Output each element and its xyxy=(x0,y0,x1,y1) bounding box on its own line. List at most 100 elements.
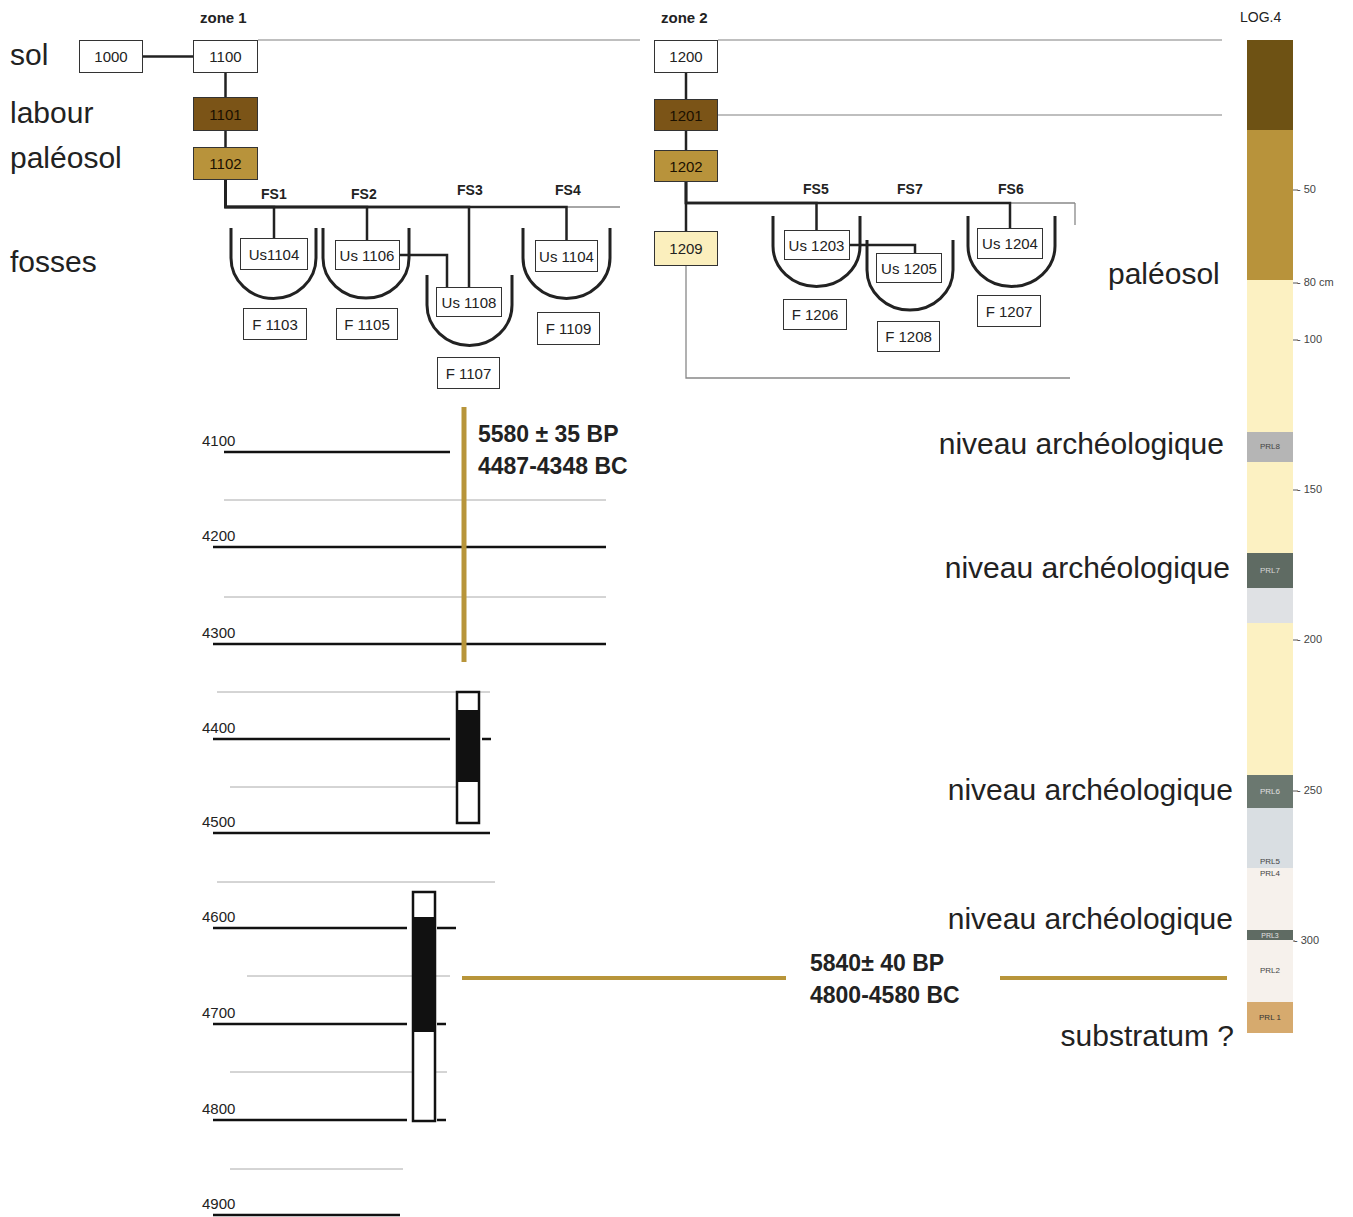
unit-label: Us 1106 xyxy=(340,248,395,263)
unit-box: 1000 xyxy=(79,40,143,73)
layer-name: fosses xyxy=(10,246,97,278)
unit-label: 1000 xyxy=(94,49,127,64)
layer-name: paléosol xyxy=(10,142,122,174)
unit-label: PRL8 xyxy=(1260,443,1280,451)
unit-label: 1209 xyxy=(669,241,702,256)
scale-label: FS3 xyxy=(457,183,483,198)
unit-box: 1100 xyxy=(193,40,258,73)
unit-box: Us 1205 xyxy=(876,253,942,283)
unit-box: Us 1204 xyxy=(977,228,1043,259)
matrix-link xyxy=(143,55,193,58)
scale-label: - 250 xyxy=(1297,785,1322,797)
unit-label: PRL5 xyxy=(1260,858,1280,866)
unit-label: PRL6 xyxy=(1260,788,1280,796)
matrix-link xyxy=(686,182,817,230)
layer-name: niveau archéologique xyxy=(948,774,1233,806)
log-layer-band: PRL6 xyxy=(1247,775,1293,808)
scale-label: FS1 xyxy=(261,187,287,202)
unit-label: 1200 xyxy=(669,49,702,64)
scale-label: FS2 xyxy=(351,187,377,202)
unit-box: 1209 xyxy=(654,231,718,266)
scale-label: 4100 xyxy=(202,433,235,449)
scale-label: FS6 xyxy=(998,182,1024,197)
date-label: 4800-4580 BC xyxy=(810,983,960,1007)
unit-box: F 1105 xyxy=(336,308,398,340)
matrix-link xyxy=(226,180,470,287)
scale-label: - 80 cm xyxy=(1297,277,1334,289)
date-label: 4487-4348 BC xyxy=(478,454,628,478)
scale-label: 4700 xyxy=(202,1005,235,1021)
unit-label: PRL4 xyxy=(1260,870,1280,878)
date-label: 5580 ± 35 BP xyxy=(478,422,619,446)
matrix-link xyxy=(226,180,368,240)
matrix-link xyxy=(226,180,567,240)
scale-label: - 50 xyxy=(1297,184,1316,196)
unit-box: F 1109 xyxy=(537,312,600,345)
unit-box: 1201 xyxy=(654,99,718,131)
unit-label: PRL3 xyxy=(1261,932,1279,939)
scale-label: FS7 xyxy=(897,182,923,197)
unit-label: F 1105 xyxy=(344,317,390,332)
scale-label: zone 1 xyxy=(200,10,247,26)
unit-label: F 1103 xyxy=(252,317,298,332)
layer-name: niveau archéologique xyxy=(945,552,1230,584)
unit-label: F 1107 xyxy=(446,366,492,381)
matrix-link xyxy=(400,255,448,287)
scale-label: 4200 xyxy=(202,528,235,544)
unit-label: 1201 xyxy=(669,108,702,123)
unit-box: Us 1108 xyxy=(436,287,502,317)
unit-label: Us 1204 xyxy=(982,236,1038,251)
unit-box: F 1208 xyxy=(877,321,940,352)
unit-label: Us 1203 xyxy=(789,238,845,253)
scale-label: 4600 xyxy=(202,909,235,925)
unit-label: F 1109 xyxy=(546,321,592,336)
scale-label: LOG.4 xyxy=(1240,10,1281,25)
matrix-link xyxy=(685,131,688,150)
unit-label: 1102 xyxy=(209,156,241,171)
scale-label: 4900 xyxy=(202,1196,235,1212)
unit-label: Us 1205 xyxy=(881,261,937,276)
unit-label: F 1206 xyxy=(792,307,839,322)
unit-label: Us 1108 xyxy=(442,295,497,310)
unit-label: PRL2 xyxy=(1260,967,1280,975)
layer-name: niveau archéologique xyxy=(939,428,1224,460)
unit-box: F 1107 xyxy=(437,357,500,389)
unit-box: 1202 xyxy=(654,150,718,182)
matrix-link xyxy=(686,182,1010,228)
unit-box: 1102 xyxy=(193,147,258,180)
matrix-link xyxy=(850,245,916,253)
unit-box: 1101 xyxy=(193,97,258,131)
unit-box: F 1207 xyxy=(977,295,1041,327)
scale-label: FS4 xyxy=(555,183,581,198)
unit-label: PRL7 xyxy=(1260,567,1280,575)
layer-name: labour xyxy=(10,97,93,129)
scale-label: - 300 xyxy=(1294,935,1319,947)
log-layer-band: PRL7 xyxy=(1247,553,1293,588)
matrix-link xyxy=(224,131,227,147)
unit-label: 1101 xyxy=(209,107,241,122)
scale-label: 4400 xyxy=(202,720,235,736)
matrix-link xyxy=(685,73,688,99)
scale-label: zone 2 xyxy=(661,10,708,26)
scale-label: - 100 xyxy=(1297,334,1322,346)
layer-name: substratum ? xyxy=(1061,1020,1234,1052)
scale-label: FS5 xyxy=(803,182,829,197)
unit-label: PRL 1 xyxy=(1259,1014,1281,1022)
unit-box: Us 1106 xyxy=(335,240,400,270)
log-layer-band: PRL8 xyxy=(1247,432,1293,462)
layer-name: niveau archéologique xyxy=(948,903,1233,935)
unit-box: Us 1104 xyxy=(535,240,598,272)
log-layer-band: PRL4 xyxy=(1247,868,1293,930)
scale-label: 4500 xyxy=(202,814,235,830)
unit-box: 1200 xyxy=(654,40,718,73)
log-layer-band: PRL 1 xyxy=(1247,1002,1293,1033)
unit-label: Us1104 xyxy=(249,247,300,262)
scale-label: 4800 xyxy=(202,1101,235,1117)
unit-label: 1202 xyxy=(669,159,702,174)
matrix-link xyxy=(224,73,227,97)
layer-name: sol xyxy=(10,39,48,71)
unit-label: 1100 xyxy=(209,49,241,64)
scale-label: 4300 xyxy=(202,625,235,641)
log-layer-band: PRL2 xyxy=(1247,940,1293,1002)
date-label: 5840± 40 BP xyxy=(810,951,944,975)
